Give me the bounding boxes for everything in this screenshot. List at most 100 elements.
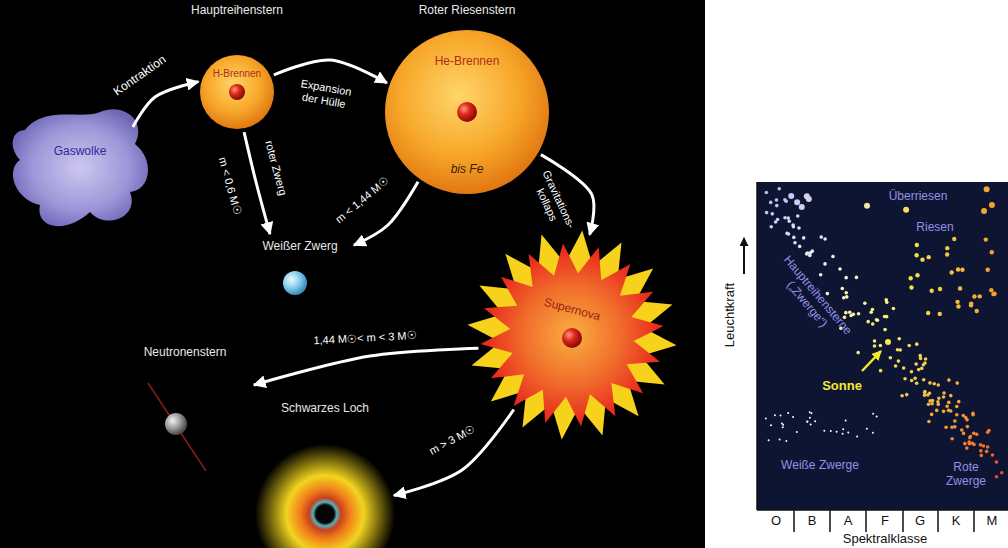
star-dot xyxy=(792,416,794,418)
star-dot xyxy=(786,216,790,220)
star-dot xyxy=(788,193,794,199)
star-dot xyxy=(770,424,772,426)
star-dot xyxy=(945,404,949,408)
free-label: roter Zwerg xyxy=(263,139,290,197)
star-dot xyxy=(945,246,949,250)
star-dot xyxy=(810,412,812,414)
supernova-rays xyxy=(468,231,677,440)
free-label: A xyxy=(844,514,853,529)
star-dot xyxy=(804,193,810,199)
star-dot xyxy=(944,425,948,429)
star-dot xyxy=(869,310,873,314)
stage-node: HauptreihensternH-Brennen xyxy=(177,0,297,132)
star-dot xyxy=(841,287,845,291)
star-dot xyxy=(810,249,814,253)
star-dot xyxy=(947,401,951,405)
star-dot xyxy=(979,449,983,453)
free-label: Hauptreihensterne („Zwerge“) xyxy=(761,243,862,356)
star-dot xyxy=(950,437,954,441)
star-dot xyxy=(965,446,969,450)
star-dot xyxy=(809,417,811,419)
star-dot xyxy=(926,393,930,397)
star-dot xyxy=(883,328,887,332)
node-title: Roter Riesenstern xyxy=(419,4,516,18)
star-dot xyxy=(952,237,956,241)
node-title: Hauptreihenstern xyxy=(191,4,283,18)
star-dot xyxy=(987,429,991,433)
star-dot xyxy=(936,383,940,387)
star-dot xyxy=(809,411,811,413)
star-dot xyxy=(972,294,976,298)
node-shape xyxy=(120,343,250,483)
star-dot xyxy=(928,381,932,385)
node-title: Weißer Zwerg xyxy=(262,240,337,254)
edge-label: m < 1,44 M☉ xyxy=(333,174,391,226)
free-label: Riesen xyxy=(916,221,953,235)
star-dot xyxy=(857,312,861,316)
star-dot xyxy=(806,421,808,423)
star-dot xyxy=(955,300,959,304)
star-dot xyxy=(799,204,805,210)
star-dot xyxy=(995,475,999,479)
star-dot xyxy=(957,400,961,404)
edge-label: m > 3 M☉ xyxy=(427,423,477,458)
star-dot xyxy=(884,298,888,302)
star-dot xyxy=(935,409,939,413)
stage-node: Neutronenstern xyxy=(120,343,250,483)
star-dot xyxy=(914,362,918,366)
stage-node: Schwarzes Loch xyxy=(245,399,405,548)
stage-node: Supernova xyxy=(467,230,677,440)
evolution-arrow xyxy=(133,82,199,127)
star-dot xyxy=(844,311,848,315)
supernova-body xyxy=(480,243,663,426)
star-dot xyxy=(963,442,967,446)
star-dot xyxy=(802,236,806,240)
free-label: G xyxy=(915,514,925,529)
star-body xyxy=(200,55,274,129)
star-dot xyxy=(989,288,993,292)
free-label: Leuchtkraft xyxy=(723,283,738,347)
star-dot xyxy=(845,420,847,422)
star-dot xyxy=(830,430,832,432)
star-dot xyxy=(953,419,957,423)
star-dot xyxy=(930,413,934,417)
star-dot xyxy=(831,255,835,259)
star-dot xyxy=(810,424,812,426)
free-label: Rote Zwerge xyxy=(941,461,991,489)
star-dot xyxy=(947,378,951,382)
free-label: F xyxy=(881,514,889,529)
star-dot xyxy=(966,425,970,429)
star-dot xyxy=(915,342,919,346)
star-dot xyxy=(984,186,990,192)
evolution-arrow xyxy=(254,348,478,385)
star-dot xyxy=(929,289,933,293)
star-dot xyxy=(942,410,946,414)
star-dot xyxy=(923,390,927,394)
free-label: Spektralklasse xyxy=(843,532,928,547)
star-dot xyxy=(894,364,898,368)
star-dot xyxy=(872,432,874,434)
star-dot xyxy=(956,267,960,271)
star-dot xyxy=(823,430,825,432)
free-label: Weiße Zwerge xyxy=(781,459,859,473)
star-dot xyxy=(915,381,919,385)
star-dot xyxy=(900,394,904,398)
star-dot xyxy=(914,253,918,257)
star-dot xyxy=(960,428,964,432)
star-dot xyxy=(791,223,795,227)
star-dots xyxy=(765,186,1004,478)
star-dot xyxy=(920,367,924,371)
node-title: Gaswolke xyxy=(54,145,107,159)
star-dot xyxy=(936,400,940,404)
star-dot xyxy=(765,418,767,420)
star-dot xyxy=(964,416,968,420)
star-dot xyxy=(794,199,800,205)
star-dot xyxy=(866,428,868,430)
star-dot xyxy=(913,377,917,381)
star-dot xyxy=(769,225,773,229)
star-dot xyxy=(927,402,931,406)
star-dot xyxy=(879,369,883,373)
node-shape xyxy=(245,399,405,548)
star-dot xyxy=(823,262,827,266)
star-dot xyxy=(780,415,782,417)
